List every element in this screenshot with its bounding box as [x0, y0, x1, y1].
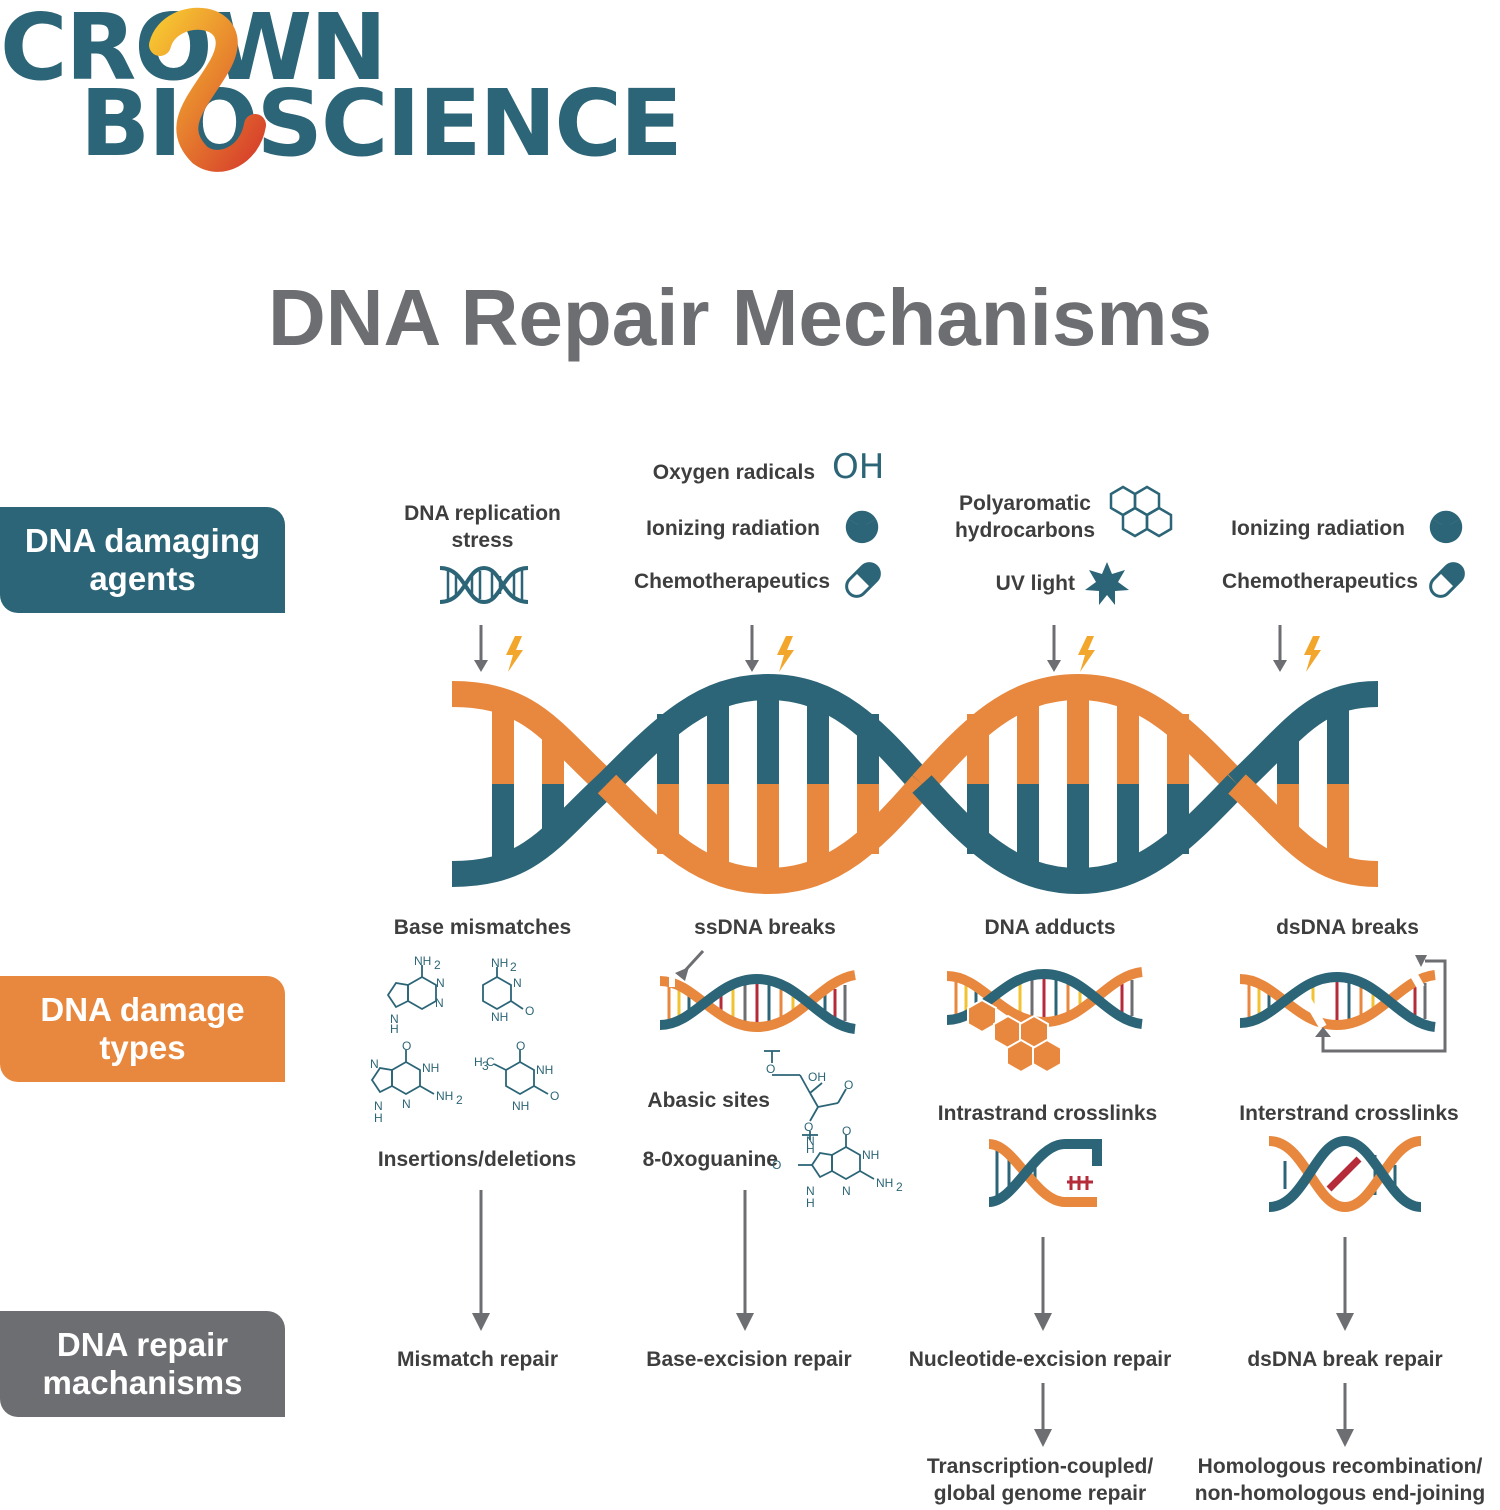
svg-text:H: H — [474, 1055, 483, 1069]
row-label-agents: DNA damaging agents — [0, 507, 285, 613]
repair-dsdna-break: dsDNA break repair — [1247, 1348, 1443, 1371]
svg-text:N: N — [402, 1097, 411, 1111]
row-label-types-text: DNA damage types — [40, 991, 245, 1066]
svg-text:N: N — [390, 1012, 399, 1026]
svg-text:H: H — [806, 1142, 815, 1156]
svg-text:2: 2 — [456, 1093, 463, 1107]
svg-text:N: N — [374, 1099, 383, 1113]
svg-text:H: H — [374, 1111, 383, 1125]
svg-text:N: N — [513, 976, 522, 990]
svg-text:O: O — [766, 1062, 775, 1076]
svg-text:NH: NH — [422, 1061, 439, 1075]
ssdna-break-illustration — [659, 949, 857, 1034]
agent-uv-light: UV light — [995, 572, 1075, 595]
svg-text:2: 2 — [434, 958, 441, 972]
svg-text:H: H — [806, 1196, 815, 1210]
svg-text:OH: OH — [808, 1070, 826, 1084]
intrastrand-crosslink-illustration — [988, 1139, 1102, 1207]
radiation-icon — [1429, 510, 1463, 544]
svg-text:N: N — [806, 1184, 815, 1198]
sub-repair-hr-nhej-line1: Homologous recombination/ — [1197, 1455, 1483, 1478]
type-insertions-deletions: Insertions/deletions — [377, 1148, 577, 1171]
svg-text:NH: NH — [512, 1099, 529, 1113]
svg-text:O: O — [844, 1078, 853, 1092]
sub-repair-hr-nhej-line2: non-homologous end-joining — [1194, 1482, 1486, 1505]
row-label-agents-text: DNA damaging agents — [24, 522, 261, 597]
repair-nucleotide-excision: Nucleotide-excision repair — [908, 1348, 1172, 1371]
agent-polyaromatic-hydrocarbons: Polyaromatic hydrocarbons — [954, 492, 1096, 542]
logo-swirl-icon — [149, 7, 266, 172]
agent-replication-stress: DNA replication stress — [404, 502, 561, 552]
svg-text:NH: NH — [491, 956, 508, 970]
svg-text:2: 2 — [896, 1180, 903, 1194]
type-abasic-sites: Abasic sites — [647, 1089, 770, 1112]
svg-text:NH: NH — [862, 1148, 879, 1162]
pill-icon — [1429, 562, 1465, 598]
svg-text:NH: NH — [436, 1089, 453, 1103]
oh-icon: OH — [832, 447, 885, 487]
type-base-mismatches: Base mismatches — [393, 916, 572, 939]
row-label-types: DNA damage types — [0, 976, 285, 1082]
agent-chemotherapeutics-2: Chemotherapeutics — [1221, 570, 1418, 593]
type-ssdna-breaks: ssDNA breaks — [694, 916, 836, 939]
svg-text:N: N — [842, 1184, 851, 1198]
repair-mismatch: Mismatch repair — [396, 1348, 559, 1371]
type-8-oxoguanine: 8-0xoguanine — [642, 1148, 778, 1171]
sub-repair-tc-gg: Transcription-coupled/ global genome rep… — [905, 1453, 1175, 1507]
repair-base-excision: Base-excision repair — [646, 1348, 852, 1371]
sub-repair-tc-gg-line1: Transcription-coupled/ — [926, 1455, 1154, 1478]
svg-text:O: O — [550, 1089, 559, 1103]
abasic-site-structure-icon: O OH O O — [764, 1050, 853, 1140]
dna-helix-illustration — [452, 674, 1379, 894]
svg-text:O: O — [525, 1004, 534, 1018]
dna-adduct-illustration — [946, 967, 1143, 1074]
svg-text:C: C — [486, 1055, 495, 1069]
svg-text:O: O — [804, 1120, 813, 1134]
svg-text:N: N — [806, 1134, 815, 1148]
sub-repair-tc-gg-line2: global genome repair — [933, 1482, 1147, 1505]
agent-chemotherapeutics-1: Chemotherapeutics — [633, 570, 830, 593]
pill-icon — [845, 562, 881, 598]
sub-repair-hr-nhej: Homologous recombination/ non-homologous… — [1180, 1453, 1500, 1507]
svg-text:O: O — [772, 1158, 781, 1172]
svg-text:N: N — [436, 976, 445, 990]
svg-text:NH: NH — [876, 1176, 893, 1190]
type-intrastrand-crosslinks: Intrastrand crosslinks — [937, 1102, 1158, 1125]
svg-text:3: 3 — [482, 1059, 489, 1073]
type-dsdna-breaks: dsDNA breaks — [1276, 916, 1419, 939]
radiation-icon — [845, 510, 879, 544]
type-dna-adducts: DNA adducts — [984, 916, 1116, 939]
svg-text:2: 2 — [510, 960, 517, 974]
svg-text:N: N — [370, 1057, 379, 1071]
svg-text:O: O — [842, 1125, 851, 1138]
svg-text:NH: NH — [414, 955, 431, 968]
agent-ionizing-radiation-2: Ionizing radiation — [1231, 517, 1405, 540]
svg-text:NH: NH — [536, 1063, 553, 1077]
svg-text:NH: NH — [491, 1010, 508, 1024]
dsdna-break-illustration — [1239, 955, 1447, 1053]
svg-text:H: H — [390, 1022, 399, 1035]
repair-arrows — [472, 1190, 1354, 1447]
agent-ionizing-radiation-1: Ionizing radiation — [646, 517, 820, 540]
svg-text:O: O — [516, 1040, 525, 1053]
page-title: DNA Repair Mechanisms — [268, 273, 1212, 362]
agent-oxygen-radicals: Oxygen radicals — [652, 461, 815, 484]
row-label-repair: DNA repair machanisms — [0, 1311, 285, 1417]
dna-mini-icon — [439, 565, 529, 605]
svg-text:O: O — [402, 1040, 411, 1053]
sun-icon — [1085, 562, 1129, 605]
row-label-repair-text: DNA repair machanisms — [42, 1326, 243, 1401]
hexagon-ring-icon — [1109, 485, 1173, 538]
svg-text:N: N — [435, 996, 444, 1010]
interstrand-crosslink-illustration — [1268, 1135, 1422, 1213]
type-interstrand-crosslinks: Interstrand crosslinks — [1239, 1102, 1459, 1125]
agent-arrows — [474, 625, 1321, 672]
